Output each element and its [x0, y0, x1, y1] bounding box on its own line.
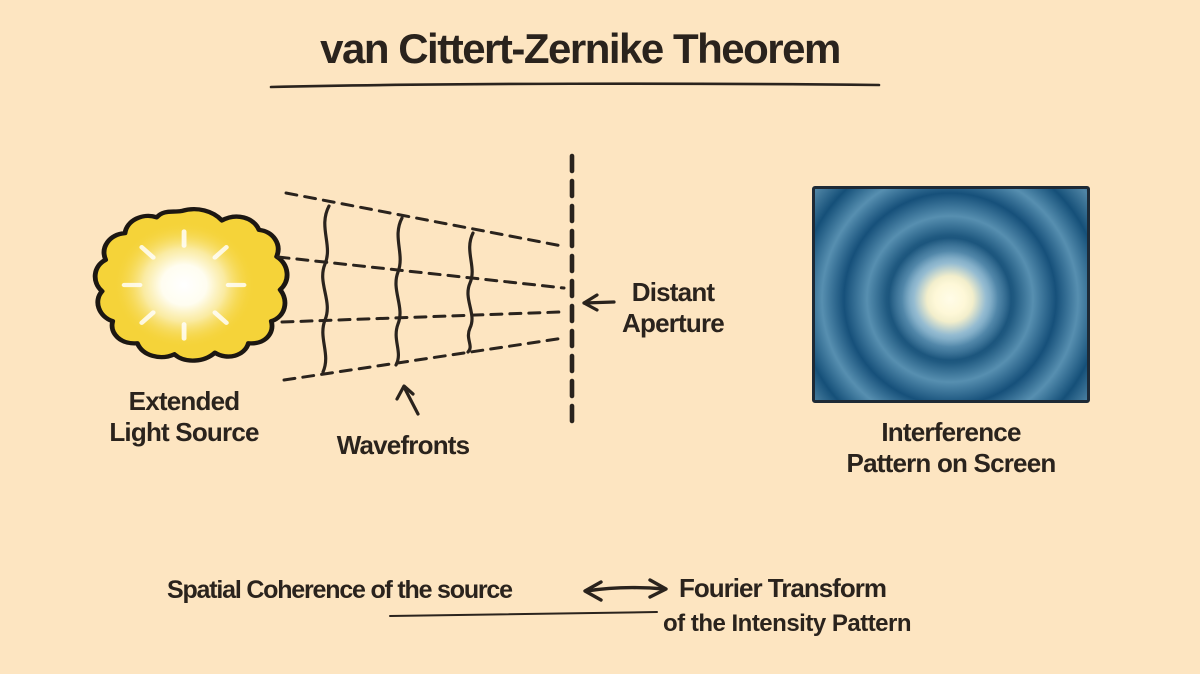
- extended-light-source-label: Extended Light Source: [109, 386, 259, 447]
- coherence-underline: [389, 611, 658, 617]
- light-ray-dashed: [284, 191, 564, 248]
- aperture-arrow-icon: [582, 300, 616, 305]
- wavefront-curve: [321, 204, 331, 374]
- wavefront-curve: [466, 231, 475, 354]
- double-arrow-icon: [585, 585, 667, 593]
- wavefronts-label: Wavefronts: [336, 430, 470, 460]
- interference-pattern-label: Interference Pattern on Screen: [846, 417, 1057, 478]
- wavefront-curve: [394, 216, 404, 367]
- intensity-pattern-text: of the Intensity Pattern: [663, 610, 912, 637]
- light-source-illustration: [92, 207, 290, 363]
- light-ray-dashed: [280, 310, 562, 324]
- interference-pattern: [812, 186, 1090, 403]
- double-arrow-icon: [648, 578, 668, 599]
- wavefronts-arrow-icon: [402, 385, 420, 416]
- spatial-coherence-text: Spatial Coherence of the source: [167, 576, 513, 604]
- title-underline: [269, 82, 881, 89]
- fourier-transform-text: Fourier Transform: [679, 573, 887, 603]
- page-title: van Cittert-Zernike Theorem: [320, 25, 841, 72]
- light-ray-dashed: [282, 336, 566, 382]
- light-ray-dashed: [276, 255, 566, 290]
- distant-aperture-label: Distant Aperture: [622, 277, 725, 338]
- aperture-arrow-icon: [582, 293, 599, 312]
- source-rays-icon: [121, 229, 247, 341]
- double-arrow-icon: [583, 580, 603, 602]
- wavefronts-arrow-icon: [395, 384, 415, 401]
